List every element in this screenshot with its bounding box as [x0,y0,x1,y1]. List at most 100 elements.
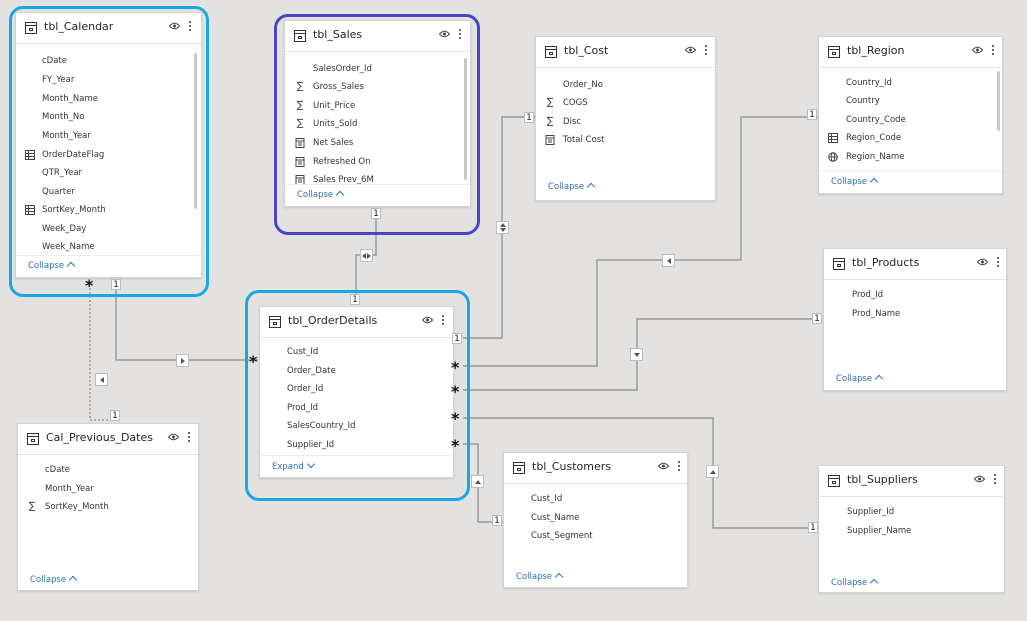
filter-direction-left-icon[interactable] [662,254,675,267]
filter-direction-up-icon[interactable] [706,465,719,478]
field-row[interactable]: SortKey_Month [16,202,201,220]
collapse-link[interactable]: Collapse [831,177,879,187]
table-card-region[interactable]: tbl_Region Country_Id Country Country_Co… [818,36,1003,194]
expand-link[interactable]: Expand [272,459,316,472]
collapse-link[interactable]: Collapse [831,578,879,588]
field-row[interactable]: Prod_Id [824,287,1006,305]
field-row[interactable]: Month_No [16,109,201,127]
more-options-icon[interactable] [991,45,995,57]
field-row[interactable]: Supplier_Id [819,504,1004,522]
field-row[interactable]: Cust_Name [504,510,687,528]
more-options-icon[interactable] [458,29,462,41]
eye-icon[interactable] [439,30,450,38]
table-card-header[interactable]: tbl_Products [824,249,1006,280]
field-row[interactable]: Region_Name [819,149,1002,167]
field-row[interactable]: Order_Date [260,363,453,381]
field-row[interactable]: cDate [16,53,201,71]
table-card-header[interactable]: tbl_OrderDetails [260,307,453,338]
table-card-orderdetails[interactable]: tbl_OrderDetails Cust_Id Order_Date Orde… [259,306,454,478]
table-card-header[interactable]: tbl_Region [819,37,1002,68]
filter-direction-both-icon[interactable] [496,221,509,234]
eye-icon[interactable] [422,316,433,324]
field-row[interactable]: Month_Year [16,128,201,146]
field-row[interactable]: Prod_Name [824,306,1006,324]
table-card-header[interactable]: Cal_Previous_Dates [18,424,198,455]
field-row[interactable]: Cust_Id [504,491,687,509]
collapse-link[interactable]: Collapse [297,190,345,200]
eye-icon[interactable] [685,46,696,54]
field-row[interactable]: Supplier_Id [260,437,453,455]
field-row[interactable]: Month_Name [16,91,201,109]
field-row[interactable]: Refreshed On [285,154,470,172]
table-card-sales[interactable]: tbl_Sales SalesOrder_Id ∑Gross_Sales ∑Un… [284,20,471,207]
field-row[interactable]: OrderDateFlag [16,147,201,165]
eye-icon[interactable] [972,46,983,54]
table-card-header[interactable]: tbl_Customers [504,453,687,484]
filter-direction-both-icon[interactable] [360,249,373,262]
table-card-header[interactable]: tbl_Cost [536,37,715,68]
table-card-cost[interactable]: tbl_Cost Order_No ∑COGS ∑Disc Total Cost… [535,36,716,201]
more-options-icon[interactable] [993,474,997,486]
filter-direction-left-icon[interactable] [95,373,108,386]
field-row[interactable]: ∑Gross_Sales [285,79,470,97]
scrollbar[interactable] [464,58,467,180]
field-row[interactable]: Net Sales [285,135,470,153]
field-row[interactable]: Order_No [536,77,715,95]
field-row[interactable]: Cust_Id [260,344,453,362]
more-options-icon[interactable] [704,45,708,57]
field-row[interactable]: Country_Id [819,75,1002,93]
more-options-icon[interactable] [188,21,192,33]
table-card-calendar[interactable]: tbl_Calendar cDate FY_Year Month_Name Mo… [15,12,202,278]
table-card-suppliers[interactable]: tbl_Suppliers Supplier_Id Supplier_Name … [818,465,1005,593]
eye-icon[interactable] [168,433,179,441]
field-row[interactable]: Week_Day [16,221,201,239]
collapse-link[interactable]: Collapse [836,374,884,384]
collapse-link[interactable]: Collapse [30,575,78,585]
table-card-prevdates[interactable]: Cal_Previous_Dates cDate Month_Year ∑Sor… [17,423,199,591]
filter-direction-down-icon[interactable] [630,348,643,361]
field-row[interactable]: Country [819,93,1002,111]
scrollbar[interactable] [997,71,1000,131]
eye-icon[interactable] [169,22,180,30]
field-row[interactable]: ∑Units_Sold [285,116,470,134]
eye-icon[interactable] [658,462,669,470]
field-row[interactable]: Order_Id [260,381,453,399]
field-row[interactable]: Region_Code [819,130,1002,148]
more-options-icon[interactable] [187,432,191,444]
field-row[interactable]: Country_Code [819,112,1002,130]
field-row[interactable]: ∑Unit_Price [285,98,470,116]
field-row[interactable]: SalesOrder_Id [285,61,470,79]
field-row[interactable]: ∑Disc [536,114,715,132]
field-row[interactable]: Prod_Id [260,400,453,418]
field-row[interactable]: ∑COGS [536,95,715,113]
eye-icon[interactable] [977,258,988,266]
eye-icon[interactable] [974,475,985,483]
field-row[interactable]: Supplier_Name [819,523,1004,541]
field-row[interactable]: cDate [18,462,198,480]
field-row[interactable]: QTR_Year [16,165,201,183]
field-row[interactable]: Total Cost [536,132,715,150]
field-row[interactable]: Cust_Segment [504,528,687,546]
scrollbar[interactable] [194,53,197,209]
field-row[interactable]: Month_Year [18,481,198,499]
more-options-icon[interactable] [441,315,445,327]
collapse-link[interactable]: Collapse [548,182,596,192]
field-row[interactable]: FY_Year [16,72,201,90]
table-card-header[interactable]: tbl_Suppliers [819,466,1004,497]
field-row[interactable]: SalesCountry_Id [260,418,453,436]
more-options-icon[interactable] [996,257,1000,269]
table-card-header[interactable]: tbl_Sales [285,21,470,52]
collapse-link[interactable]: Collapse [28,261,76,271]
filter-direction-up-icon[interactable] [471,475,484,488]
more-options-icon[interactable] [677,461,681,473]
field-row[interactable]: Week_Name [16,239,201,257]
filter-direction-right-icon[interactable] [176,354,189,367]
table-card-header[interactable]: tbl_Calendar [16,13,201,44]
field-row[interactable]: ∑SortKey_Month [18,499,198,517]
table-card-customers[interactable]: tbl_Customers Cust_Id Cust_Name Cust_Seg… [503,452,688,588]
field-row[interactable]: Quarter [16,184,201,202]
collapse-link[interactable]: Collapse [516,572,564,582]
table-card-products[interactable]: tbl_Products Prod_Id Prod_Name Collapse [823,248,1007,391]
field-name: Order_No [563,80,603,90]
